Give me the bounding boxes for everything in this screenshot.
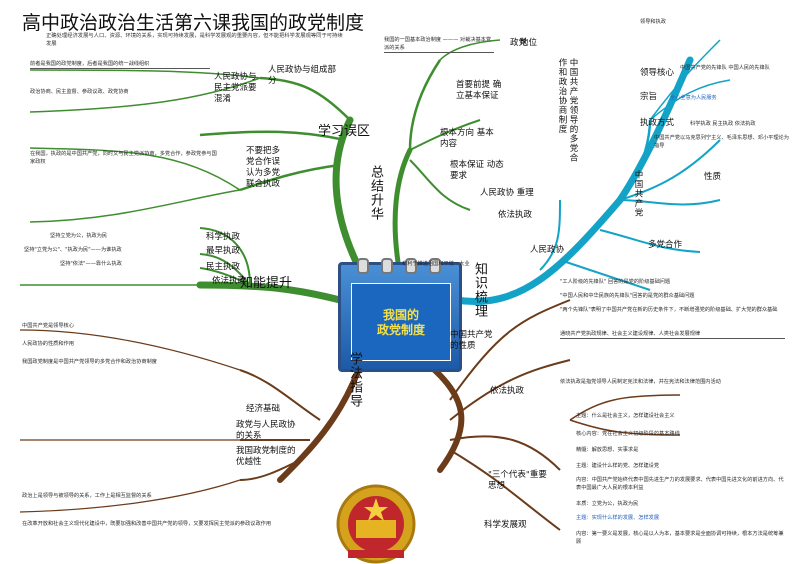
national-emblem-icon bbox=[336, 484, 416, 564]
knowledge-node-11: 性质 bbox=[704, 172, 722, 182]
branch-mistakes bbox=[332, 116, 364, 274]
summary-node-5: 根本保证 动态要求 bbox=[450, 160, 504, 181]
ability-node-1: 最早执政 bbox=[206, 246, 241, 256]
summary-node-3: 首要前提 确立基本保证 bbox=[456, 80, 502, 101]
guide-left-8: 在改革开放和社会主义现代化建设中，既要加强和改善中国共产党的领导，又要发挥民主党… bbox=[22, 521, 272, 527]
binder-ring-icon bbox=[405, 258, 417, 274]
knowledge-node-9: 中国共产党 bbox=[633, 170, 643, 218]
center-topic-label: 我国的 政党制度 bbox=[376, 308, 425, 337]
summary-node-2: 政党 bbox=[510, 38, 528, 48]
mistake-node-3: 不要把多党合作误认为多党联合执政 bbox=[246, 146, 281, 189]
guide-right-1: "三个代表"重要思想 bbox=[488, 470, 547, 491]
ability-line-3: 坚持"依法"——靠什么执政 bbox=[60, 261, 122, 267]
knowledge-node-10: 地位 bbox=[520, 38, 538, 48]
knowledge-node-13: 多党合作 bbox=[648, 240, 683, 250]
mistake-node-2: 人民政协与民主党派要混淆 bbox=[214, 72, 257, 104]
branch-label-mistakes: 学习误区 bbox=[318, 124, 371, 139]
mistake-note-1: 前者是我国的政党制度，后者是我国的统一战线组织 bbox=[30, 60, 210, 69]
guide-left-3: 我国政党制度是中国共产党领导的多党合作和政治协商制度 bbox=[22, 359, 157, 365]
guide-right-9: 内容：中国共产党始终代表中国先进生产力的发展要求、代表中国先进文化的前进方向、代… bbox=[576, 477, 784, 491]
summary-node-6: 人民政协 重理 bbox=[480, 188, 534, 198]
guide-right-7: 精髓：解放思想、实事求是 bbox=[576, 447, 639, 453]
knowledge-node-14: 人民政协 bbox=[530, 245, 565, 255]
summary-node-4: 根本方向 基本内容 bbox=[440, 128, 494, 149]
guide-right-3: 依法执政 bbox=[490, 386, 525, 396]
knowledge-node-1: 中国共产党领导的多党合作和政治协商制度 bbox=[557, 58, 578, 163]
guide-right-11: 主题：实现什么样的发展、怎样发展 bbox=[576, 515, 660, 521]
center-panel: 我国的 政党制度 bbox=[351, 283, 451, 361]
knowledge-node-5: 宗旨 bbox=[640, 92, 658, 102]
guide-left-5: 政党与人民政协的关系 bbox=[236, 420, 296, 441]
branch-label-summary: 总结升华 bbox=[368, 165, 383, 221]
binder-ring-icon bbox=[429, 258, 441, 274]
branch-label-knowledge: 知识梳理 bbox=[472, 262, 487, 318]
guide-right-6: 核心内容：党在社会主义初级阶段的基本路线 bbox=[576, 431, 680, 437]
guide-right-12: 内容：第一要义是发展，核心是以人为本，基本要求是全面协调可持续，根本方法是统筹兼… bbox=[576, 531, 784, 545]
branch-ability bbox=[196, 281, 344, 304]
note-5: 依法执政是指党领导人民制定宪法和法律，并在宪法和法律范围内活动 bbox=[560, 379, 721, 385]
guide-right-5: 主题：什么是社会主义，怎样建设社会主义 bbox=[576, 413, 675, 419]
summary-node-8: 有利于推进祖国和平统一大业 bbox=[402, 261, 470, 267]
note-3: "两个先锋队"表明了中国共产党在新的历史条件下，不断增强党的阶级基础、扩大党的群… bbox=[560, 307, 778, 313]
guide-left-7: 政治上是领导与被领导的关系，工作上是相互监督的关系 bbox=[22, 493, 152, 499]
knowledge-node-6: 全心全意为人民服务 bbox=[670, 95, 717, 101]
page-title: 高中政治政治生活第六课我国的政党制度 bbox=[22, 12, 365, 34]
knowledge-node-2: 领导和执政 bbox=[640, 19, 666, 25]
note-4: 通晓共产党执政规律、社会主义建设规律、人类社会发展规律 bbox=[560, 330, 785, 339]
binder-ring-icon bbox=[381, 258, 393, 274]
ability-node-2: 民主执政 bbox=[206, 262, 241, 272]
mistake-note-2: 政治协商、民主监督、参政议政、政党协商 bbox=[30, 89, 129, 95]
guide-left-2: 人民政协的性质和作用 bbox=[22, 341, 74, 347]
guide-left-1: 中国共产党是领导核心 bbox=[22, 323, 74, 329]
branch-label-guide: 学法指导 bbox=[347, 352, 362, 408]
guide-left-4: 经济基础 bbox=[246, 404, 281, 414]
branch-knowledge bbox=[452, 56, 694, 305]
binder-ring-icon bbox=[357, 258, 369, 274]
branch-guide bbox=[277, 363, 363, 483]
mistake-note-3: 在我国，执政的是中国共产党，同时又与民主党派协商，多党合作，参政党参与国家政权 bbox=[30, 151, 217, 165]
mistake-node-1: 人民政协与组成部分 bbox=[268, 65, 337, 86]
branch-label-ability: 知能提升 bbox=[240, 276, 293, 291]
knowledge-node-4: 中国共产党的先锋队 中国人民的先锋队 bbox=[680, 65, 770, 71]
ability-line-1: 坚持立党为公，执政为民 bbox=[50, 233, 108, 239]
knowledge-node-8: 科学执政 民主执政 依法执政 bbox=[690, 121, 756, 127]
guide-right-2: 中国共产党的性质 bbox=[450, 330, 493, 351]
note-2: "中国人民和中华民族的先锋队"回答的是党的群众基础问题 bbox=[560, 293, 695, 299]
knowledge-node-7: 执政方式 bbox=[640, 118, 675, 128]
guide-left-6: 我国政党制度的优越性 bbox=[236, 446, 296, 467]
ability-node-3: 科学执政 bbox=[206, 232, 241, 242]
summary-node-1: 我国的一国基本政治制度 ——— 对裁决基本党派的关系 bbox=[384, 36, 494, 53]
guide-right-10: 本质：立党为公，执政为民 bbox=[576, 501, 639, 507]
guide-right-4: 科学发展观 bbox=[484, 520, 527, 530]
center-topic-card: 我国的 政党制度 bbox=[338, 258, 462, 372]
knowledge-node-3: 领导核心 bbox=[640, 68, 675, 78]
branch-summary bbox=[392, 147, 413, 265]
ability-line-2: 坚持"立党为公"、"执政为民"——为谁执政 bbox=[24, 247, 122, 253]
ability-node-4: 依法执政 bbox=[212, 276, 247, 286]
knowledge-node-12: 中国共产党以马克思列宁主义、毛泽东思想、邓小平理论为指导 bbox=[654, 135, 789, 149]
summary-node-7: 依法执政 bbox=[498, 210, 533, 220]
note-1: "工人阶级的先锋队" 回答的是党的阶级基础问题 bbox=[560, 279, 671, 285]
branch-guide-right bbox=[427, 363, 465, 473]
guide-right-8: 主题：建设什么样的党、怎样建设党 bbox=[576, 463, 660, 469]
page-subtitle: 正确处理经济发展与人口、资源、环境的关系，实现可持续发展，是科学发展观的重要内容… bbox=[46, 33, 343, 47]
